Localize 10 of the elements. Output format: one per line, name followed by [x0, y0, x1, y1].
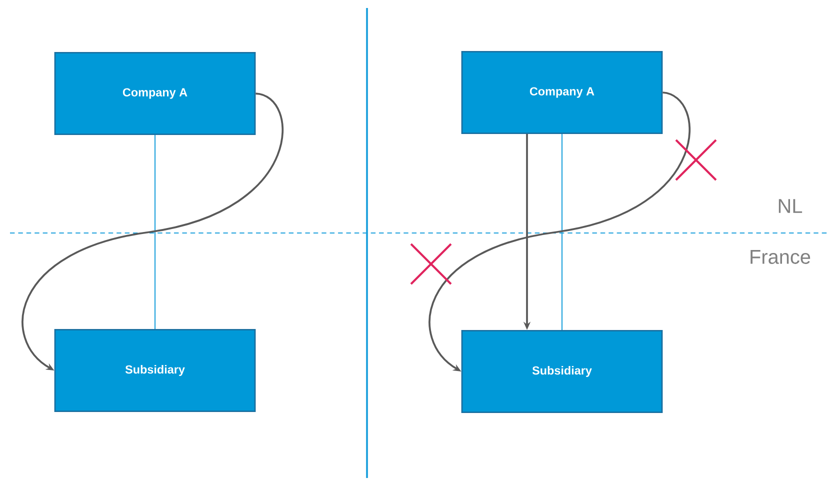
entity-box: Company A — [461, 50, 663, 134]
curved-arrow — [428, 92, 690, 372]
curved-arrow — [22, 92, 284, 370]
connector-line — [561, 134, 563, 330]
region-label: France — [750, 250, 810, 264]
entity-box: Subsidiary — [54, 328, 256, 412]
connector-line — [154, 135, 156, 329]
entity-box: Company A — [54, 52, 256, 136]
region-label: NL — [778, 199, 802, 213]
entity-box: Subsidiary — [461, 330, 663, 414]
